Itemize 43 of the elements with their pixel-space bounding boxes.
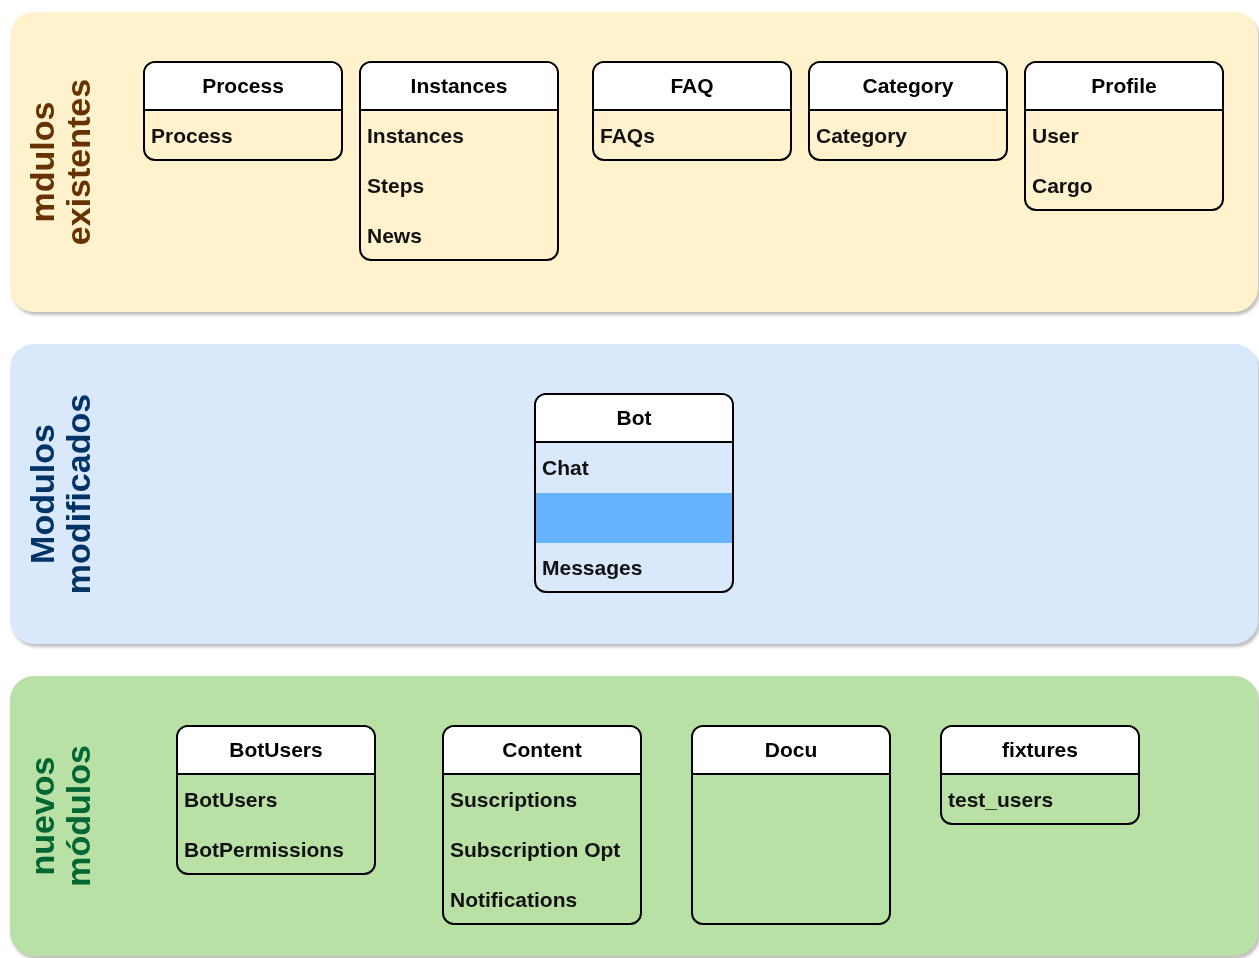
module-table bbox=[940, 725, 1140, 825]
table-header: Instances bbox=[361, 63, 557, 111]
table-row-text: Chat bbox=[542, 456, 589, 480]
table-row-text: Notifications bbox=[450, 888, 578, 912]
band-title: Modulos modificados bbox=[24, 392, 96, 597]
table-row-text: Process bbox=[151, 124, 233, 148]
table-header: Process bbox=[145, 63, 341, 111]
table-row-text: Cargo bbox=[1032, 174, 1093, 198]
module-table bbox=[1024, 61, 1224, 211]
table-row-text: Steps bbox=[367, 174, 425, 198]
table-header: Content bbox=[444, 727, 640, 775]
table-row-text: News bbox=[367, 224, 422, 248]
table-header: Docu bbox=[693, 727, 889, 775]
table-header: FAQ bbox=[594, 63, 790, 111]
table-row-text: Subscription Opt bbox=[450, 838, 621, 862]
table-row-text: test_users bbox=[948, 788, 1054, 812]
table-header: BotUsers bbox=[178, 727, 374, 775]
module-table bbox=[691, 725, 891, 925]
table-row-text: Suscriptions bbox=[450, 788, 578, 812]
module-table bbox=[808, 61, 1008, 161]
module-table bbox=[442, 725, 642, 925]
table-header: Bot bbox=[536, 395, 732, 443]
table-row-text: Messages bbox=[542, 556, 643, 580]
highlighted-row bbox=[536, 493, 732, 543]
table-row-text: FAQs bbox=[600, 124, 655, 148]
table-row-text: User bbox=[1032, 124, 1079, 148]
band-title: mdulos existentes bbox=[24, 77, 96, 248]
band-title: nuevos módulos bbox=[24, 744, 96, 889]
module-table bbox=[592, 61, 792, 161]
table-header: Category bbox=[810, 63, 1006, 111]
module-table bbox=[359, 61, 559, 261]
module-table bbox=[143, 61, 343, 161]
module-table bbox=[176, 725, 376, 875]
table-row-text: Instances bbox=[367, 124, 464, 148]
swimlane-band bbox=[10, 676, 1258, 956]
table-header: fixtures bbox=[942, 727, 1138, 775]
table-row-text: BotPermissions bbox=[184, 838, 344, 862]
swimlane-band bbox=[10, 344, 1258, 644]
table-header: Profile bbox=[1026, 63, 1222, 111]
table-row-text: BotUsers bbox=[184, 788, 278, 812]
swimlane-band bbox=[10, 12, 1258, 312]
module-table bbox=[534, 393, 734, 593]
table-row-text: Category bbox=[816, 124, 908, 148]
